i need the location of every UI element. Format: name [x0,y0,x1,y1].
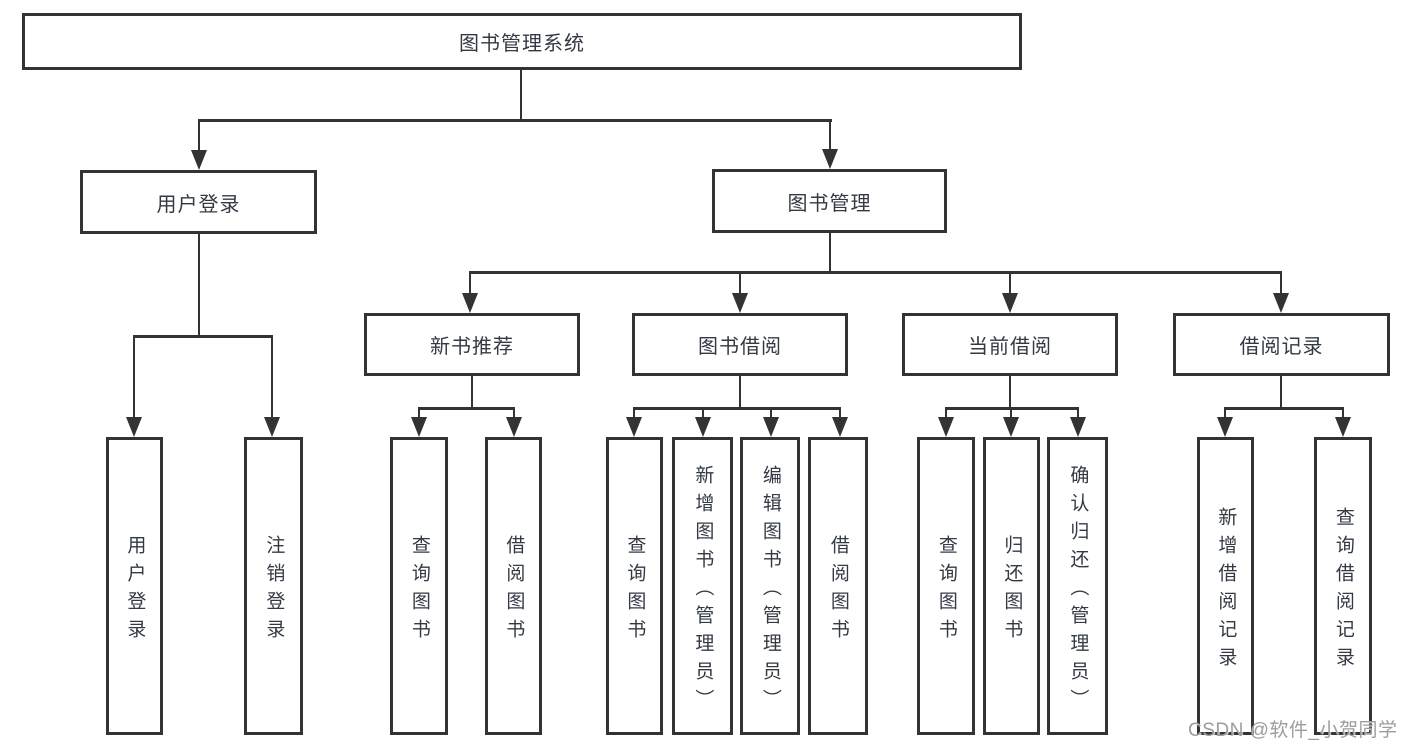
node-library-system: 图书管理系统 [22,13,1022,70]
leaf-bb-add-book: 新增图书（管理员） [672,437,733,735]
leaf-bb-query-book-label: 查询图书 [624,534,646,647]
leaf-br-add-record-label: 新增借阅记录 [1215,506,1237,675]
connector-root-hline [198,119,832,122]
csdn-watermark: CSDN @软件_小贺同学 [1188,720,1398,741]
node-current-borrow: 当前借阅 [902,313,1118,376]
connector-user-login-hline [133,335,273,338]
leaf-cb-return-book-label: 归还图书 [1001,534,1023,647]
connector-cb-hline [945,407,1079,410]
leaf-rec-borrow-book: 借阅图书 [485,437,542,735]
node-borrow-record: 借阅记录 [1173,313,1390,376]
arrow-down-icon [1273,293,1289,313]
node-current-borrow-label: 当前借阅 [968,336,1052,358]
arrow-down-icon [126,417,142,437]
node-new-book-recommend: 新书推荐 [364,313,580,376]
node-new-book-recommend-label: 新书推荐 [430,336,514,358]
leaf-br-query-record-label: 查询借阅记录 [1332,506,1354,675]
connector-book-mgmt-c3 [1009,271,1011,295]
connector-bb-stem [739,376,741,407]
leaf-rec-query-book: 查询图书 [390,437,448,735]
leaf-bb-add-book-label: 新增图书（管理员） [692,464,714,717]
connector-nbr-c1 [418,407,420,419]
arrow-down-icon [191,150,207,170]
leaf-br-add-record: 新增借阅记录 [1197,437,1254,735]
leaf-rec-borrow-book-label: 借阅图书 [503,534,525,647]
connector-nbr-c2 [513,407,515,419]
leaf-cb-query-book-label: 查询图书 [935,534,957,647]
arrow-down-icon [1003,417,1019,437]
node-library-system-label: 图书管理系统 [459,33,585,55]
arrow-down-icon [732,293,748,313]
arrow-down-icon [411,417,427,437]
connector-nbr-hline [418,407,515,410]
node-book-management: 图书管理 [712,169,947,233]
connector-root-right-stem [829,119,831,151]
leaf-cb-confirm-return: 确认归还（管理员） [1047,437,1108,735]
arrow-down-icon [695,417,711,437]
arrow-down-icon [626,417,642,437]
connector-root-left-stem [198,119,200,152]
leaf-logout-label: 注销登录 [263,534,285,647]
connector-br-hline [1224,407,1344,410]
connector-book-mgmt-c1 [469,271,471,295]
leaf-bb-query-book: 查询图书 [606,437,663,735]
node-user-login-label: 用户登录 [156,193,241,216]
leaf-bb-borrow-book: 借阅图书 [808,437,868,735]
connector-bb-hline [633,407,841,410]
connector-user-login-c1 [133,335,135,419]
arrow-down-icon [938,417,954,437]
connector-user-login-stem [198,234,200,335]
leaf-cb-return-book: 归还图书 [983,437,1040,735]
connector-book-mgmt-hline [469,271,1282,274]
connector-book-mgmt-c2 [739,271,741,295]
connector-br-c1 [1224,407,1226,419]
connector-br-stem [1280,376,1282,407]
connector-cb-stem [1009,376,1011,407]
node-borrow-record-label: 借阅记录 [1239,336,1324,358]
connector-br-c2 [1342,407,1344,419]
connector-book-mgmt-stem [829,233,831,271]
arrow-down-icon [264,417,280,437]
connector-bb-c3 [770,407,772,419]
leaf-bb-borrow-book-label: 借阅图书 [827,534,849,647]
connector-bb-c4 [839,407,841,419]
leaf-cb-query-book: 查询图书 [917,437,975,735]
connector-cb-c3 [1077,407,1079,419]
connector-bb-c1 [633,407,635,419]
leaf-logout: 注销登录 [244,437,303,735]
arrow-down-icon [822,149,838,169]
arrow-down-icon [763,417,779,437]
node-book-borrow-label: 图书借阅 [698,336,782,358]
leaf-user-login-label: 用户登录 [124,534,146,647]
arrow-down-icon [1002,293,1018,313]
leaf-bb-edit-book-label: 编辑图书（管理员） [759,464,781,717]
node-book-borrow: 图书借阅 [632,313,848,376]
connector-user-login-c2 [271,335,273,419]
connector-nbr-stem [471,376,473,407]
arrow-down-icon [1335,417,1351,437]
node-user-login: 用户登录 [80,170,317,234]
arrow-down-icon [462,293,478,313]
connector-book-mgmt-c4 [1280,271,1282,295]
arrow-down-icon [832,417,848,437]
leaf-rec-query-book-label: 查询图书 [408,534,430,647]
arrow-down-icon [506,417,522,437]
arrow-down-icon [1070,417,1086,437]
leaf-cb-confirm-return-label: 确认归还（管理员） [1067,464,1089,717]
arrow-down-icon [1217,417,1233,437]
connector-cb-c2 [1010,407,1012,419]
node-book-management-label: 图书管理 [787,192,872,215]
connector-bb-c2 [702,407,704,419]
connector-root-stem [520,70,522,119]
connector-cb-c1 [945,407,947,419]
leaf-br-query-record: 查询借阅记录 [1314,437,1372,735]
leaf-user-login: 用户登录 [106,437,163,735]
leaf-bb-edit-book: 编辑图书（管理员） [740,437,800,735]
